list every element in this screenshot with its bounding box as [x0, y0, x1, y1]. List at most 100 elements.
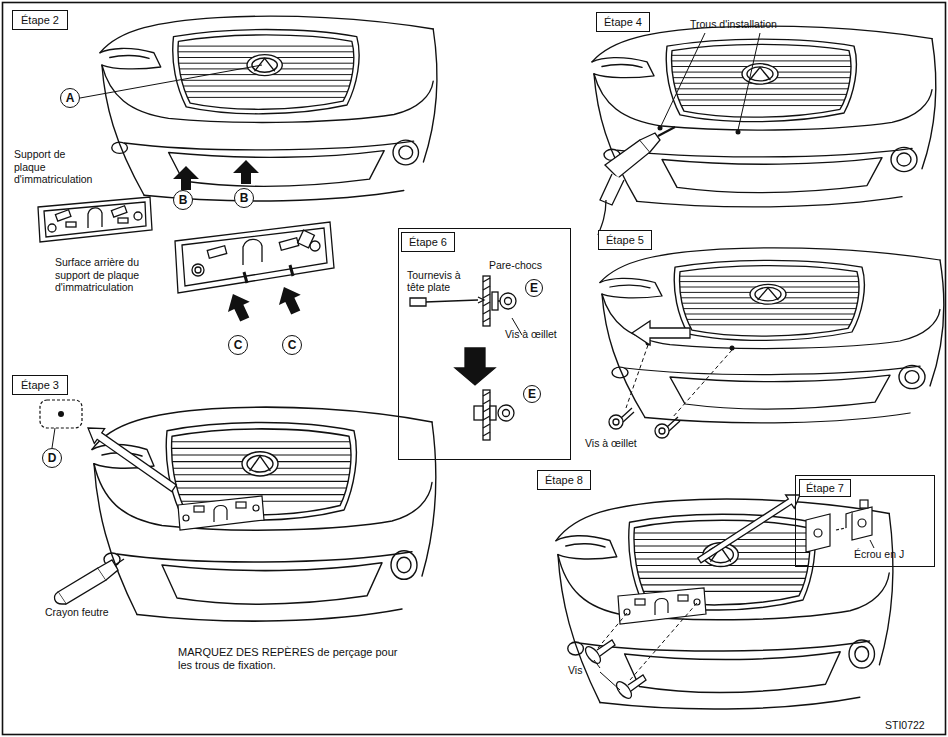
mark-dot [58, 411, 64, 417]
step6-illustration [498, 300, 500, 301]
step6-illustration [483, 276, 490, 326]
plate-bracket [624, 609, 630, 615]
dashed-line [672, 350, 732, 418]
plate-bracket-rear [279, 238, 298, 250]
panel-text: Pare-chocs [489, 259, 559, 271]
step-panel: Tournevis à tête platePare-chocsVis à œi… [398, 228, 571, 460]
eyelet-screw [609, 415, 623, 429]
hollow-arrow [695, 488, 804, 567]
node-text: Étape 6 [409, 236, 447, 248]
j-nut-illustration [814, 529, 822, 537]
step6-illustration [483, 432, 490, 436]
callout-letter: A [60, 88, 80, 108]
leader-line [600, 672, 620, 690]
part-label: Vis à œillet [585, 437, 665, 450]
plate-bracket [178, 496, 264, 530]
arrow-c [222, 289, 256, 325]
drill [605, 140, 650, 178]
plate-bracket-rear [243, 239, 262, 265]
plate-bracket [178, 496, 264, 530]
node-text: Étape 5 [606, 234, 644, 246]
step-label: Étape 8 [537, 470, 591, 490]
plate-bracket [38, 197, 152, 242]
dashed-line [630, 603, 697, 680]
callout-letter: D [42, 448, 62, 468]
part-label: Trous d'installation [690, 18, 820, 31]
step2-illustration [38, 16, 437, 324]
step6-illustration [410, 298, 426, 306]
felt-pen [98, 560, 118, 580]
plate-bracket-rear [298, 230, 315, 248]
step3-illustration [92, 407, 436, 621]
step-label: Étape 6 [401, 232, 455, 252]
plate-bracket-rear [290, 265, 293, 276]
hollow-arrow [83, 421, 179, 496]
step6-illustration [500, 293, 516, 309]
plate-bracket [214, 506, 227, 523]
plate-bracket-rear [207, 246, 226, 258]
felt-pen [115, 559, 124, 565]
leader-line [594, 660, 600, 668]
j-nut-illustration [852, 507, 872, 540]
part-label: Surface arrière du support de plaque d'i… [55, 256, 173, 294]
felt-pen [55, 592, 66, 604]
plate-bracket [183, 515, 189, 521]
part-label: Vis [568, 664, 598, 677]
plate-bracket [678, 595, 688, 601]
drill [658, 127, 675, 136]
instruction-note: MARQUEZ DES REPÈRES de perçage pour les … [178, 646, 398, 672]
j-nut-illustration [806, 500, 874, 552]
j-nut-illustration [836, 528, 846, 530]
node-text: C [234, 339, 243, 351]
step6-illustration [483, 390, 490, 440]
arrow-c [273, 282, 307, 318]
eyelet-screw [659, 428, 665, 434]
node-text: D [48, 452, 57, 464]
plate-bracket [55, 210, 71, 221]
node-text: Étape 3 [21, 379, 59, 391]
plate-bracket [635, 599, 645, 605]
callout-letter: B [234, 188, 254, 208]
node-text: A [66, 92, 75, 104]
step6-illustration [455, 348, 495, 385]
callout-letter: C [282, 335, 302, 355]
plate-bracket-rear [175, 222, 334, 293]
step6-illustration [505, 298, 512, 305]
step6-illustration [503, 410, 510, 417]
eyelet-screw [609, 408, 680, 438]
plate-bracket-rear [175, 222, 334, 293]
step-label: Étape 4 [596, 12, 650, 32]
plate-bracket-rear [182, 228, 327, 286]
step-label: Étape 3 [12, 375, 68, 395]
step6-illustration [492, 292, 498, 310]
step-label: Étape 5 [598, 230, 652, 250]
step6-illustration [410, 276, 522, 440]
detail-inset [40, 400, 82, 428]
step6-illustration [483, 318, 490, 322]
node-text: Étape 8 [545, 474, 583, 486]
hole [730, 346, 735, 351]
node-text: C [288, 339, 297, 351]
plate-bracket [655, 599, 668, 616]
eyelet-screw [613, 419, 619, 425]
step6-illustration [483, 294, 490, 298]
node-text: E [528, 388, 536, 400]
step3-illustration [40, 400, 436, 621]
plate-bracket [618, 588, 706, 624]
screw [628, 675, 646, 691]
plate-bracket [44, 202, 146, 237]
j-nut-illustration [806, 514, 830, 552]
eyelet-screw [667, 417, 680, 431]
felt-pen [55, 559, 124, 604]
leader-line [80, 65, 262, 98]
step8-illustration [556, 499, 893, 709]
callout-letter: B [173, 190, 193, 210]
plate-bracket [134, 212, 142, 220]
drill [600, 174, 624, 205]
step6-illustration [483, 302, 490, 306]
node-text: Étape 2 [21, 14, 59, 26]
dashed-line [626, 345, 648, 408]
leader-line [738, 33, 760, 130]
